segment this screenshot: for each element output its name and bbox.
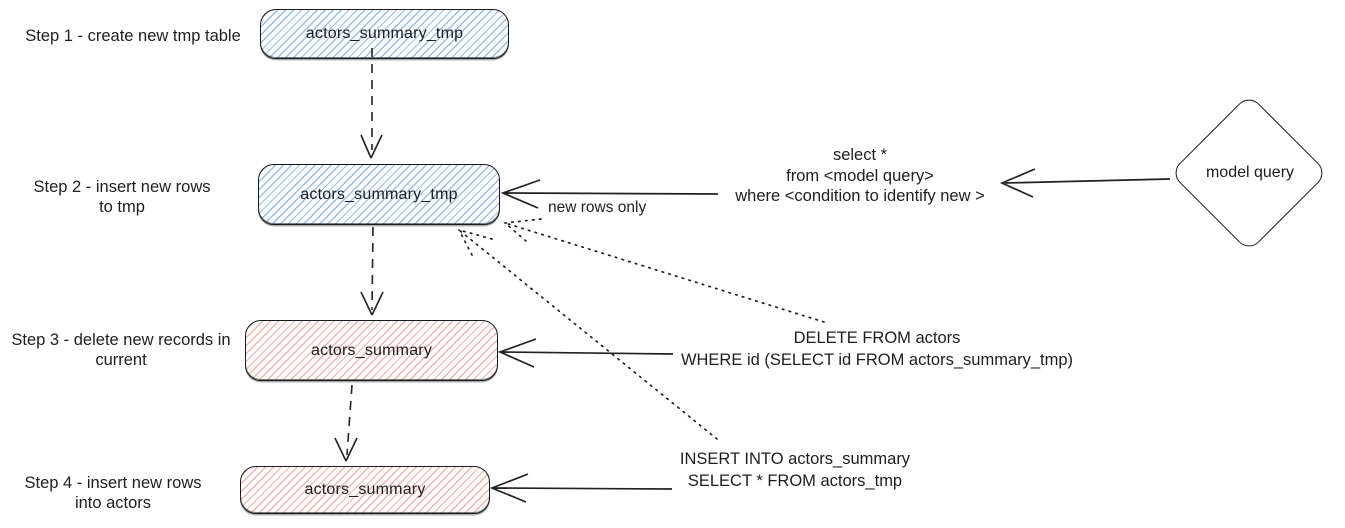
arrow-diamond-to-query xyxy=(999,168,1171,198)
node-step3-current-table: actors_summary xyxy=(245,320,498,381)
node-step4-label: actors_summary xyxy=(304,481,426,498)
insert-sql-annotation: INSERT INTO actors_summary SELECT * FROM… xyxy=(679,450,911,490)
arrow-step3-to-step4 xyxy=(334,384,358,462)
step-4-label: Step 4 - insert new rows into actors xyxy=(24,474,202,512)
arrow-step2-to-step3 xyxy=(360,226,384,316)
arrow-step1-to-step2 xyxy=(360,48,383,159)
model-query-label: model query xyxy=(1205,164,1295,181)
delete-sql-annotation: DELETE FROM actors WHERE id (SELECT id F… xyxy=(680,329,1074,369)
new-rows-only-label: new rows only xyxy=(548,199,647,216)
node-step4-current-table: actors_summary xyxy=(240,466,490,514)
node-step3-label: actors_summary xyxy=(310,341,433,359)
dotted-arrow-delete-ref-tmp xyxy=(504,218,825,323)
arrow-delete-to-step3 xyxy=(497,338,674,368)
step-1-label: Step 1 - create new tmp table xyxy=(25,27,241,45)
node-step1-label: actors_summary_tmp xyxy=(305,25,464,42)
arrow-insert-to-step4 xyxy=(489,473,673,503)
node-step1-tmp-table: actors_summary_tmp xyxy=(260,9,509,59)
step-3-label: Step 3 - delete new records in current xyxy=(11,331,231,369)
query-sql-annotation: select * from <model query> where <condi… xyxy=(735,146,985,205)
node-step2-tmp-table: actors_summary_tmp xyxy=(258,164,500,225)
node-step2-label: actors_summary_tmp xyxy=(300,185,458,203)
step-2-label: Step 2 - insert new rows to tmp xyxy=(33,178,211,216)
